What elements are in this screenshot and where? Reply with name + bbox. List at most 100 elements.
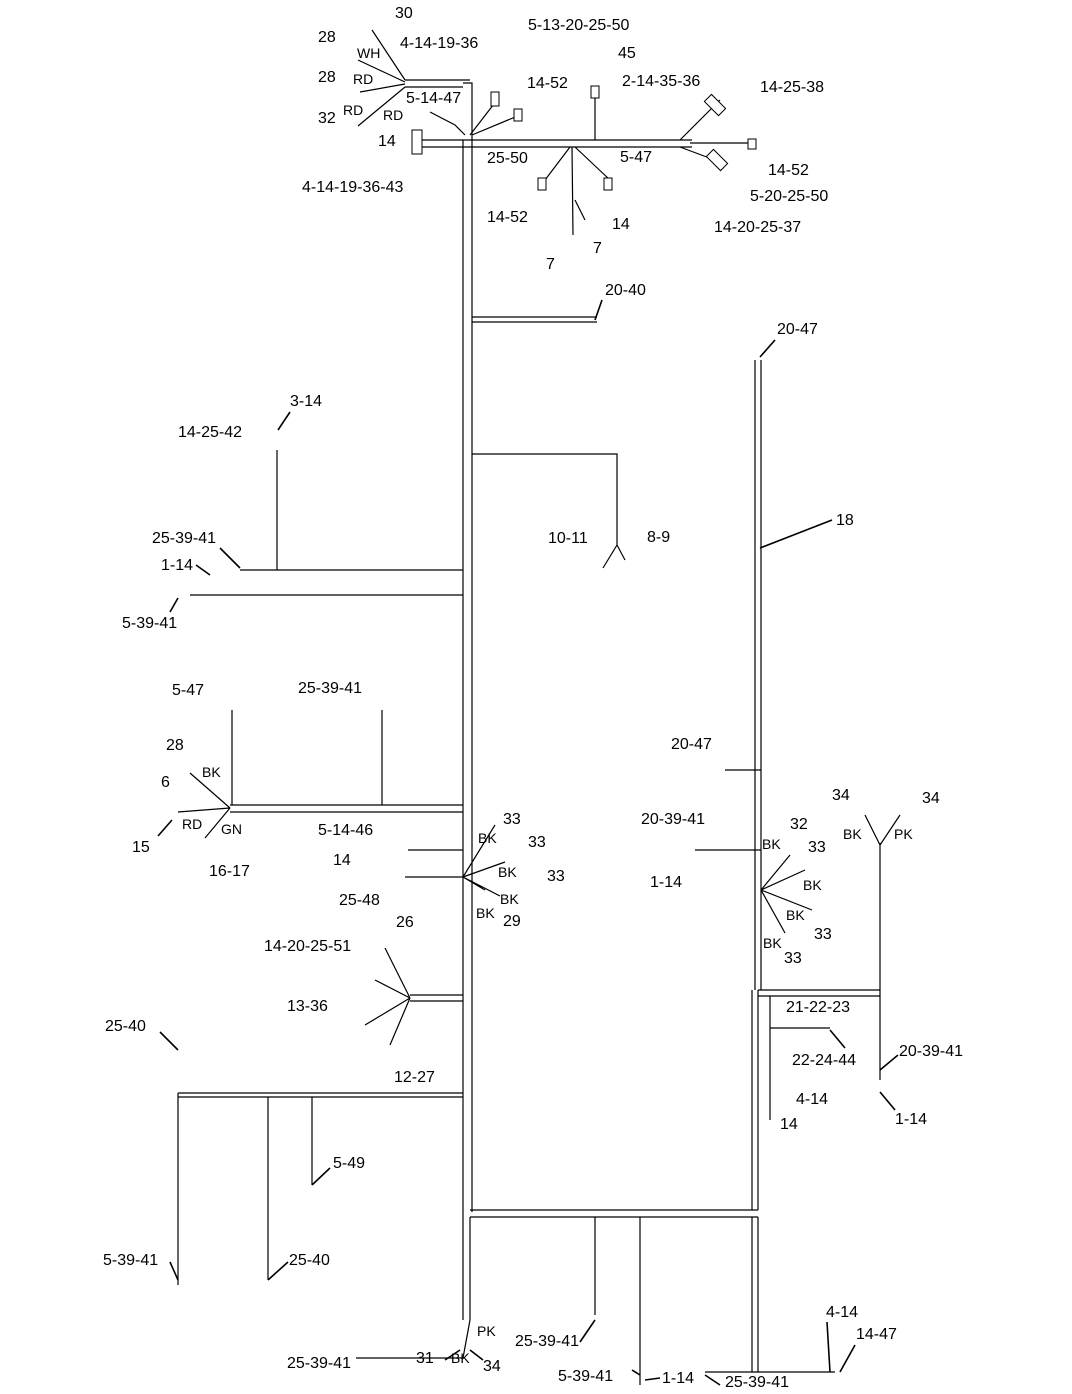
- wire-label: 14-47: [856, 1326, 897, 1343]
- wire-label: 14-25-42: [178, 424, 242, 441]
- wire-label: BK: [762, 836, 781, 852]
- wire-label: 6: [161, 774, 170, 791]
- wire-label: 25-39-41: [725, 1374, 789, 1391]
- wire-label: 14-52: [768, 162, 809, 179]
- wire-label: 34: [832, 787, 850, 804]
- wire-label: 4-14-19-36-43: [302, 179, 404, 196]
- wire-label: 18: [836, 512, 854, 529]
- wire-label: BK: [202, 764, 221, 780]
- wire-label: 25-39-41: [287, 1355, 351, 1372]
- wire-label: RD: [343, 102, 363, 118]
- wire-label: 20-47: [777, 321, 818, 338]
- wire-label: 45: [618, 45, 636, 62]
- wire-label: 4-14: [826, 1304, 858, 1321]
- wire-label: 7: [593, 240, 602, 257]
- wire-label: PK: [477, 1323, 496, 1339]
- wire-label: 16-17: [209, 863, 250, 880]
- wire-label: 4-14-19-36: [400, 35, 478, 52]
- wire-label: 33: [547, 868, 565, 885]
- wire-label: 33: [503, 811, 521, 828]
- wire-label: 1-14: [895, 1111, 927, 1128]
- wire-label: RD: [353, 71, 373, 87]
- wire-label: 30: [395, 5, 413, 22]
- wire-label: 33: [528, 834, 546, 851]
- wire-label: 10-11: [548, 530, 588, 547]
- wire-label: 22-24-44: [792, 1052, 856, 1069]
- wire-label: 33: [814, 926, 832, 943]
- wire-label: 1-14: [161, 557, 193, 574]
- wire-label: BK: [476, 905, 495, 921]
- wire-label: 20-40: [605, 282, 646, 299]
- wire-label: BK: [843, 826, 862, 842]
- wire-label: 5-39-41: [103, 1252, 158, 1269]
- wire-label: BK: [451, 1350, 470, 1366]
- wire-label: 5-20-25-50: [750, 188, 828, 205]
- wire-label: 1-14: [662, 1370, 694, 1387]
- wire-label: 5-47: [172, 682, 204, 699]
- wire-label: RD: [383, 107, 403, 123]
- wire-label: 28: [318, 29, 336, 46]
- wire-label: 25-48: [339, 892, 380, 909]
- wire-label: 25-40: [105, 1018, 146, 1035]
- wire-label: 8-9: [647, 529, 670, 546]
- wire-label: 31: [416, 1350, 434, 1367]
- wire-label: WH: [357, 45, 380, 61]
- wire-label: BK: [498, 864, 517, 880]
- wire-label: 14-52: [487, 209, 528, 226]
- wire-label: 14: [333, 852, 351, 869]
- wire-label: 13-36: [287, 998, 328, 1015]
- wire-label: BK: [786, 907, 805, 923]
- wire-label: 33: [784, 950, 802, 967]
- wire-label: 25-39-41: [515, 1333, 579, 1350]
- wire-label: 20-39-41: [899, 1043, 963, 1060]
- wire-label: 14-20-25-51: [264, 938, 351, 955]
- leader-lines: [157, 299, 899, 1386]
- wire-label: 34: [483, 1358, 501, 1375]
- wire-label: 7: [546, 256, 555, 273]
- wire-label: 15: [132, 839, 150, 856]
- wire-label: 5-14-47: [406, 90, 461, 107]
- wire-label: 26: [396, 914, 414, 931]
- wire-label: 12-27: [394, 1069, 435, 1086]
- wire-label: 14-52: [527, 75, 568, 92]
- wire-label: 14: [612, 216, 630, 233]
- wire-label: 5-39-41: [558, 1368, 613, 1385]
- wire-label: RD: [182, 816, 202, 832]
- wire-label: 25-39-41: [298, 680, 362, 697]
- wire-label: 25-50: [487, 150, 528, 167]
- wire-label: 5-14-46: [318, 822, 373, 839]
- wire-label: GN: [221, 821, 242, 837]
- wire-label: PK: [894, 826, 913, 842]
- wire-label: 1-14: [650, 874, 682, 891]
- wire-label: 25-40: [289, 1252, 330, 1269]
- wire-label: BK: [803, 877, 822, 893]
- wire-label: 32: [790, 816, 808, 833]
- wire-label: 32: [318, 110, 336, 127]
- wire-label: 14: [780, 1116, 798, 1133]
- wire-label: BK: [500, 891, 519, 907]
- wire-label: 5-47: [620, 149, 652, 166]
- wire-label: 14-20-25-37: [714, 219, 801, 236]
- wire-label: BK: [478, 830, 497, 846]
- wire-label: 28: [318, 69, 336, 86]
- wire-label: 2-14-35-36: [622, 73, 700, 90]
- wire-label: 28: [166, 737, 184, 754]
- wire-label: 14: [378, 133, 396, 150]
- wire-label: 4-14: [796, 1091, 828, 1108]
- wire-label: BK: [763, 935, 782, 951]
- wire-label: 5-13-20-25-50: [528, 17, 630, 34]
- top-harness: [357, 29, 757, 236]
- wire-label: 29: [503, 913, 521, 930]
- wire-label: 5-39-41: [122, 615, 177, 632]
- main-trunk: [462, 140, 762, 1372]
- wire-label: 14-25-38: [760, 79, 824, 96]
- wire-label: 3-14: [290, 393, 322, 410]
- wire-label: 33: [808, 839, 826, 856]
- wire-label: 34: [922, 790, 940, 807]
- wire-label: 21-22-23: [786, 999, 850, 1016]
- wire-label: 25-39-41: [152, 530, 216, 547]
- wire-label: 20-39-41: [641, 811, 705, 828]
- trunk-branches: [177, 316, 901, 1385]
